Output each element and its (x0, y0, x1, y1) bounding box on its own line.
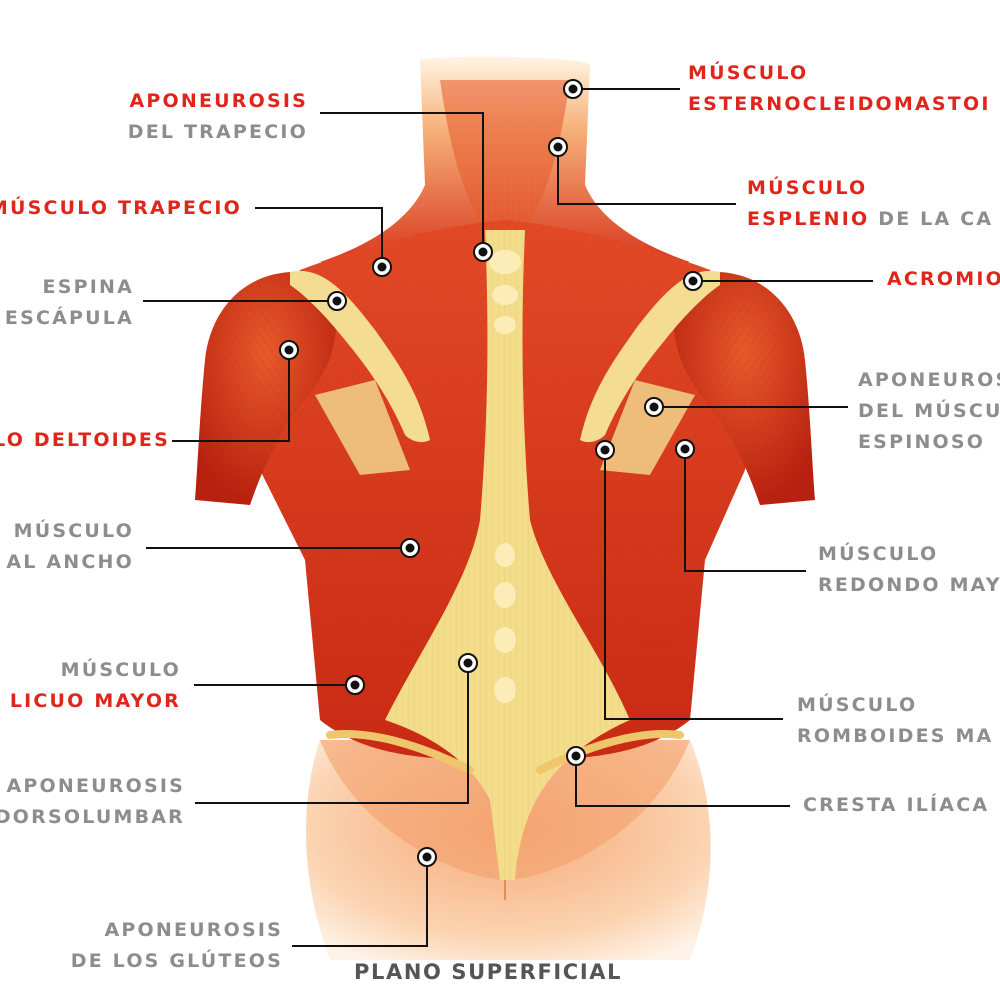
marker (548, 137, 568, 157)
marker (675, 439, 695, 459)
leader-lines (143, 88, 873, 947)
caption-plano-superficial: PLANO SUPERFICIAL (354, 960, 623, 984)
neck (320, 56, 690, 262)
marker (595, 440, 615, 460)
leader-romboides-mayor (604, 450, 783, 720)
leader-redondo-mayor (684, 449, 806, 572)
label-acromion: ACROMIO (887, 268, 1000, 290)
marker (566, 746, 586, 766)
label-dorsal-ancho: MÚSCULO AL ANCHO (6, 520, 134, 573)
marker (279, 340, 299, 360)
right-deltoid (674, 271, 815, 505)
label-redondo-mayor: MÚSCULO REDONDO MAY (818, 543, 1000, 596)
label-aponeurosis-gluteos: APONEUROSIS DE LOS GLÚTEOS (70, 919, 283, 972)
label-musculo-trapecio: MÚSCULO TRAPECIO (0, 197, 242, 219)
leader-esplenio (557, 147, 736, 205)
markers (279, 79, 703, 867)
marker (327, 291, 347, 311)
marker (372, 257, 392, 277)
leader-deltoides (172, 350, 290, 442)
spine-aponeurosis (385, 230, 630, 880)
leader-aponeurosis-trapecio (320, 112, 484, 252)
marker (400, 538, 420, 558)
leader-musculo-trapecio (255, 207, 383, 267)
marker (644, 397, 664, 417)
marker (473, 242, 493, 262)
label-aponeurosis-trapecio: APONEUROSIS DEL TRAPECIO (127, 90, 308, 143)
label-esplenio: MÚSCULO ESPLENIO DE LA CA (747, 177, 994, 230)
scapular-spines (290, 270, 720, 475)
label-oblicuo-mayor: MÚSCULO LICUO MAYOR (9, 659, 181, 712)
label-romboides-mayor: MÚSCULO ROMBOIDES MA (797, 694, 994, 747)
iliac-crest (326, 730, 684, 774)
label-esternocleidomastoideo: MÚSCULO ESTERNOCLEIDOMASTOI (688, 62, 991, 115)
label-deltoides: LO DELTOIDES (0, 429, 170, 451)
marker (683, 271, 703, 291)
marker (417, 847, 437, 867)
label-aponeurosis-dorsolumbar: APONEUROSIS DORSOLUMBAR (0, 775, 185, 828)
label-espina-escapula: ESPINA ESCÁPULA (4, 276, 134, 329)
marker (563, 79, 583, 99)
left-deltoid (195, 271, 336, 505)
label-cresta-iliaca: CRESTA ILÍACA (803, 794, 990, 816)
marker (458, 653, 478, 673)
leader-aponeurosis-gluteos (292, 857, 428, 947)
marker (345, 675, 365, 695)
label-aponeurosis-espinoso: APONEUROS DEL MÚSCU ESPINOSO (858, 369, 1000, 453)
leader-cresta-iliaca (575, 756, 790, 807)
leader-aponeurosis-dorsolumbar (195, 663, 469, 804)
